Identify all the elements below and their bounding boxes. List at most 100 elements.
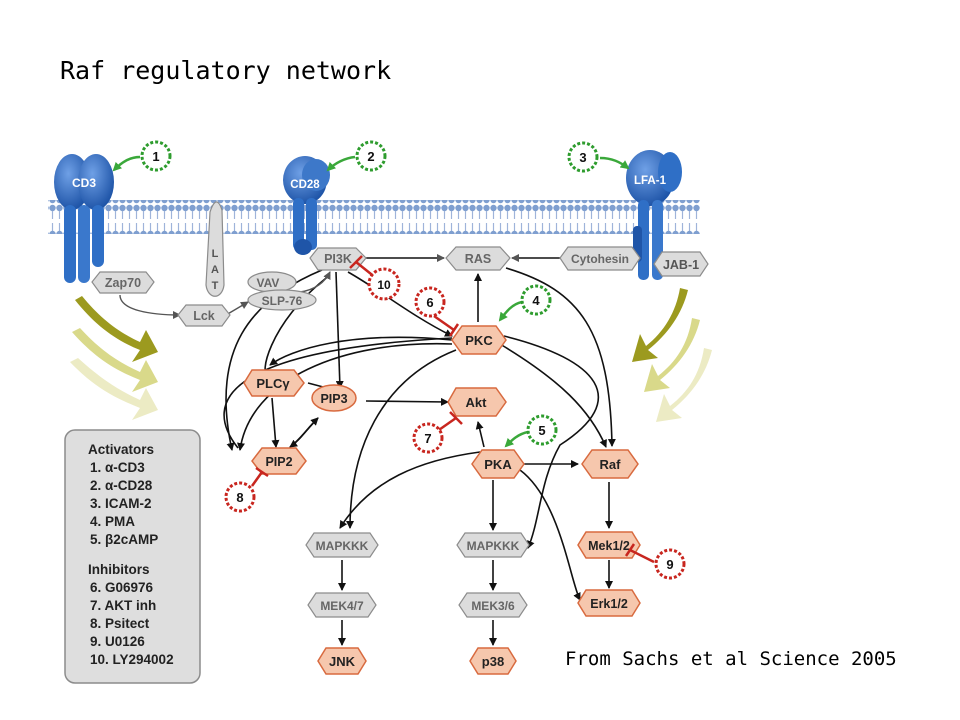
svg-text:Raf: Raf (600, 457, 622, 472)
node-mapkkk-left: MAPKKK (305, 532, 379, 558)
svg-text:PKA: PKA (484, 457, 512, 472)
svg-text:5: 5 (538, 423, 545, 438)
legend-inhibitor-item: 10. LY294002 (90, 652, 174, 667)
node-erk12: Erk1/2 (577, 589, 641, 617)
activator-badge-5: 5 (526, 414, 558, 446)
legend-activator-item: 1. α-CD3 (90, 460, 145, 475)
svg-text:10: 10 (377, 278, 391, 292)
svg-text:Lck: Lck (193, 309, 215, 323)
inhibitor-badge-10: 10 (367, 267, 401, 301)
measured-nodes: PKC PLCγ PIP3 Akt PIP2 PKA (243, 325, 641, 675)
unmeasured-nodes: Zap70 Lck VAV SLP-76 PI3K RAS (91, 246, 709, 618)
signal-arrows-right (632, 288, 712, 422)
lat-letter-a: A (211, 264, 219, 276)
citation-text: From Sachs et al Science 2005 (565, 648, 897, 670)
inhibitor-badge-6: 6 (414, 286, 446, 318)
node-pkc: PKC (451, 325, 507, 355)
svg-text:Akt: Akt (466, 395, 488, 410)
svg-text:6: 6 (426, 295, 433, 310)
svg-text:MEK4/7: MEK4/7 (320, 599, 364, 613)
lat-letter-l: L (212, 248, 219, 260)
legend-inhibitor-item: 9. U0126 (90, 634, 145, 649)
legend-activators-heading: Activators (88, 442, 155, 457)
svg-text:MAPKKK: MAPKKK (316, 539, 369, 553)
legend-inhibitor-item: 7. AKT inh (90, 598, 157, 613)
cd28-receptor: CD28 (283, 156, 330, 255)
slide-title: Raf regulatory network (60, 56, 392, 85)
legend-inhibitors-heading: Inhibitors (88, 562, 150, 577)
node-pka: PKA (471, 449, 525, 479)
lat-adaptor: L A T (205, 201, 225, 297)
svg-text:Cytohesin: Cytohesin (571, 252, 629, 266)
node-raf: Raf (581, 449, 639, 479)
inhibitor-badge-8: 8 (224, 481, 256, 513)
svg-text:Zap70: Zap70 (105, 276, 141, 290)
svg-text:MEK3/6: MEK3/6 (471, 599, 515, 613)
svg-text:8: 8 (236, 490, 243, 505)
svg-text:MAPKKK: MAPKKK (467, 539, 520, 553)
node-mek36: MEK3/6 (458, 592, 528, 618)
activator-badge-4: 4 (520, 284, 552, 316)
treatment-badges: 1 2 3 4 5 6 7 (140, 140, 686, 580)
node-mek47: MEK4/7 (307, 592, 377, 618)
svg-text:3: 3 (579, 150, 586, 165)
upstream-edges (119, 271, 331, 319)
node-p38: p38 (469, 647, 517, 675)
node-vav: VAV (247, 271, 297, 293)
svg-text:PLCγ: PLCγ (256, 376, 290, 391)
treatment-legend-box (64, 429, 201, 684)
activator-badge-1: 1 (140, 140, 172, 172)
cd28-label: CD28 (290, 179, 320, 191)
svg-text:PIP2: PIP2 (265, 455, 292, 469)
svg-text:JAB-1: JAB-1 (663, 258, 699, 272)
inhibitor-badge-7: 7 (412, 422, 444, 454)
svg-text:9: 9 (666, 557, 673, 572)
svg-text:p38: p38 (482, 654, 504, 669)
svg-text:Mek1/2: Mek1/2 (588, 539, 630, 553)
cd3-label: CD3 (72, 176, 96, 190)
legend-activator-item: 2. α-CD28 (90, 478, 153, 493)
node-ras: RAS (445, 246, 511, 271)
inhibition-bars (250, 255, 655, 564)
legend-inhibitor-item: 8. Psitect (90, 616, 150, 631)
legend-activator-item: 5. β2cAMP (90, 532, 159, 547)
activator-badge-2: 2 (355, 140, 387, 172)
svg-text:Erk1/2: Erk1/2 (590, 597, 628, 611)
legend-activator-item: 4. PMA (90, 514, 136, 529)
svg-text:SLP-76: SLP-76 (262, 294, 303, 308)
legend-inhibitor-item: 6. G06976 (90, 580, 154, 595)
node-akt: Akt (447, 387, 507, 417)
legend-activator-item: 3. ICAM-2 (90, 496, 152, 511)
svg-text:4: 4 (532, 293, 540, 308)
activator-badge-3: 3 (567, 141, 599, 173)
activation-arrows (112, 155, 630, 448)
svg-text:PKC: PKC (465, 333, 493, 348)
svg-text:VAV: VAV (257, 276, 280, 290)
lfa1-receptor: LFA-1 (626, 150, 682, 280)
node-jab1: JAB-1 (653, 251, 709, 277)
svg-text:1: 1 (152, 149, 159, 164)
node-slp76: SLP-76 (247, 289, 317, 311)
node-cytohesin: Cytohesin (559, 246, 641, 271)
node-zap70: Zap70 (91, 271, 155, 294)
svg-text:2: 2 (367, 149, 374, 164)
node-lck: Lck (177, 304, 231, 327)
node-pip3: PIP3 (311, 384, 357, 412)
node-pip2: PIP2 (251, 447, 307, 475)
node-mapkkk-right: MAPKKK (456, 532, 530, 558)
svg-text:JNK: JNK (329, 654, 356, 669)
lfa1-label: LFA-1 (634, 175, 667, 187)
node-jnk: JNK (317, 647, 367, 675)
cd3-receptor: CD3 (54, 154, 114, 283)
svg-text:7: 7 (424, 431, 431, 446)
svg-text:PIP3: PIP3 (320, 392, 347, 406)
node-plcg: PLCγ (243, 369, 305, 397)
signal-arrows-left (70, 296, 158, 420)
svg-text:RAS: RAS (465, 252, 491, 266)
svg-text:PI3K: PI3K (324, 252, 352, 266)
inhibitor-badge-9: 9 (654, 548, 686, 580)
node-mek12: Mek1/2 (577, 531, 641, 559)
lat-letter-t: T (212, 280, 219, 292)
